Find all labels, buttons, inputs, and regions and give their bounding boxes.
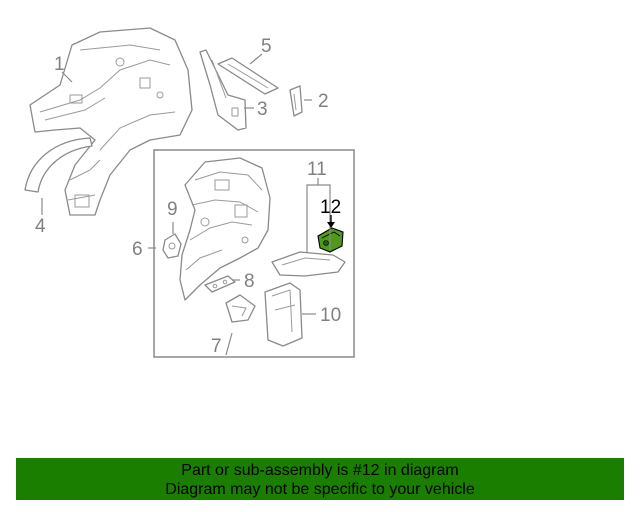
callout-8: 8 (244, 271, 255, 292)
part-11-floor-extension (271, 251, 346, 277)
banner-line-disclaimer: Diagram may not be specific to your vehi… (165, 481, 475, 498)
part-9-plug (162, 233, 182, 259)
callout-2: 2 (318, 91, 329, 112)
detail-frame (153, 149, 355, 358)
callout-9: 9 (167, 199, 178, 220)
callout-6: 6 (132, 239, 143, 260)
part-8-bracket (204, 275, 236, 293)
leader-lines (41, 53, 335, 356)
callout-labels: 1 2 3 4 5 6 7 8 9 10 11 12 (35, 36, 341, 357)
part-10-extension (264, 282, 303, 347)
callout-12: 12 (320, 197, 341, 218)
part-3-bracket (199, 49, 247, 131)
part-2-clip (289, 85, 303, 117)
part-4-wheelhouse-arc (24, 137, 93, 193)
info-banner: Part or sub-assembly is #12 in diagram D… (16, 458, 624, 500)
callout-11: 11 (307, 159, 327, 180)
part-6-wheelhouse-assembly (179, 157, 271, 301)
part-7-panel (225, 294, 256, 323)
banner-line-part: Part or sub-assembly is #12 in diagram (181, 462, 459, 479)
callout-4: 4 (35, 216, 46, 237)
callout-1: 1 (54, 54, 65, 75)
callout-10: 10 (320, 305, 341, 326)
callout-7: 7 (211, 336, 222, 357)
part-5-plate (217, 57, 279, 95)
callout-5: 5 (261, 36, 272, 57)
parts-diagram: 1 2 3 4 5 6 7 8 9 10 11 12 (24, 27, 355, 358)
callout-3: 3 (257, 99, 268, 120)
part-1-quarter-inner-panel (29, 27, 193, 216)
